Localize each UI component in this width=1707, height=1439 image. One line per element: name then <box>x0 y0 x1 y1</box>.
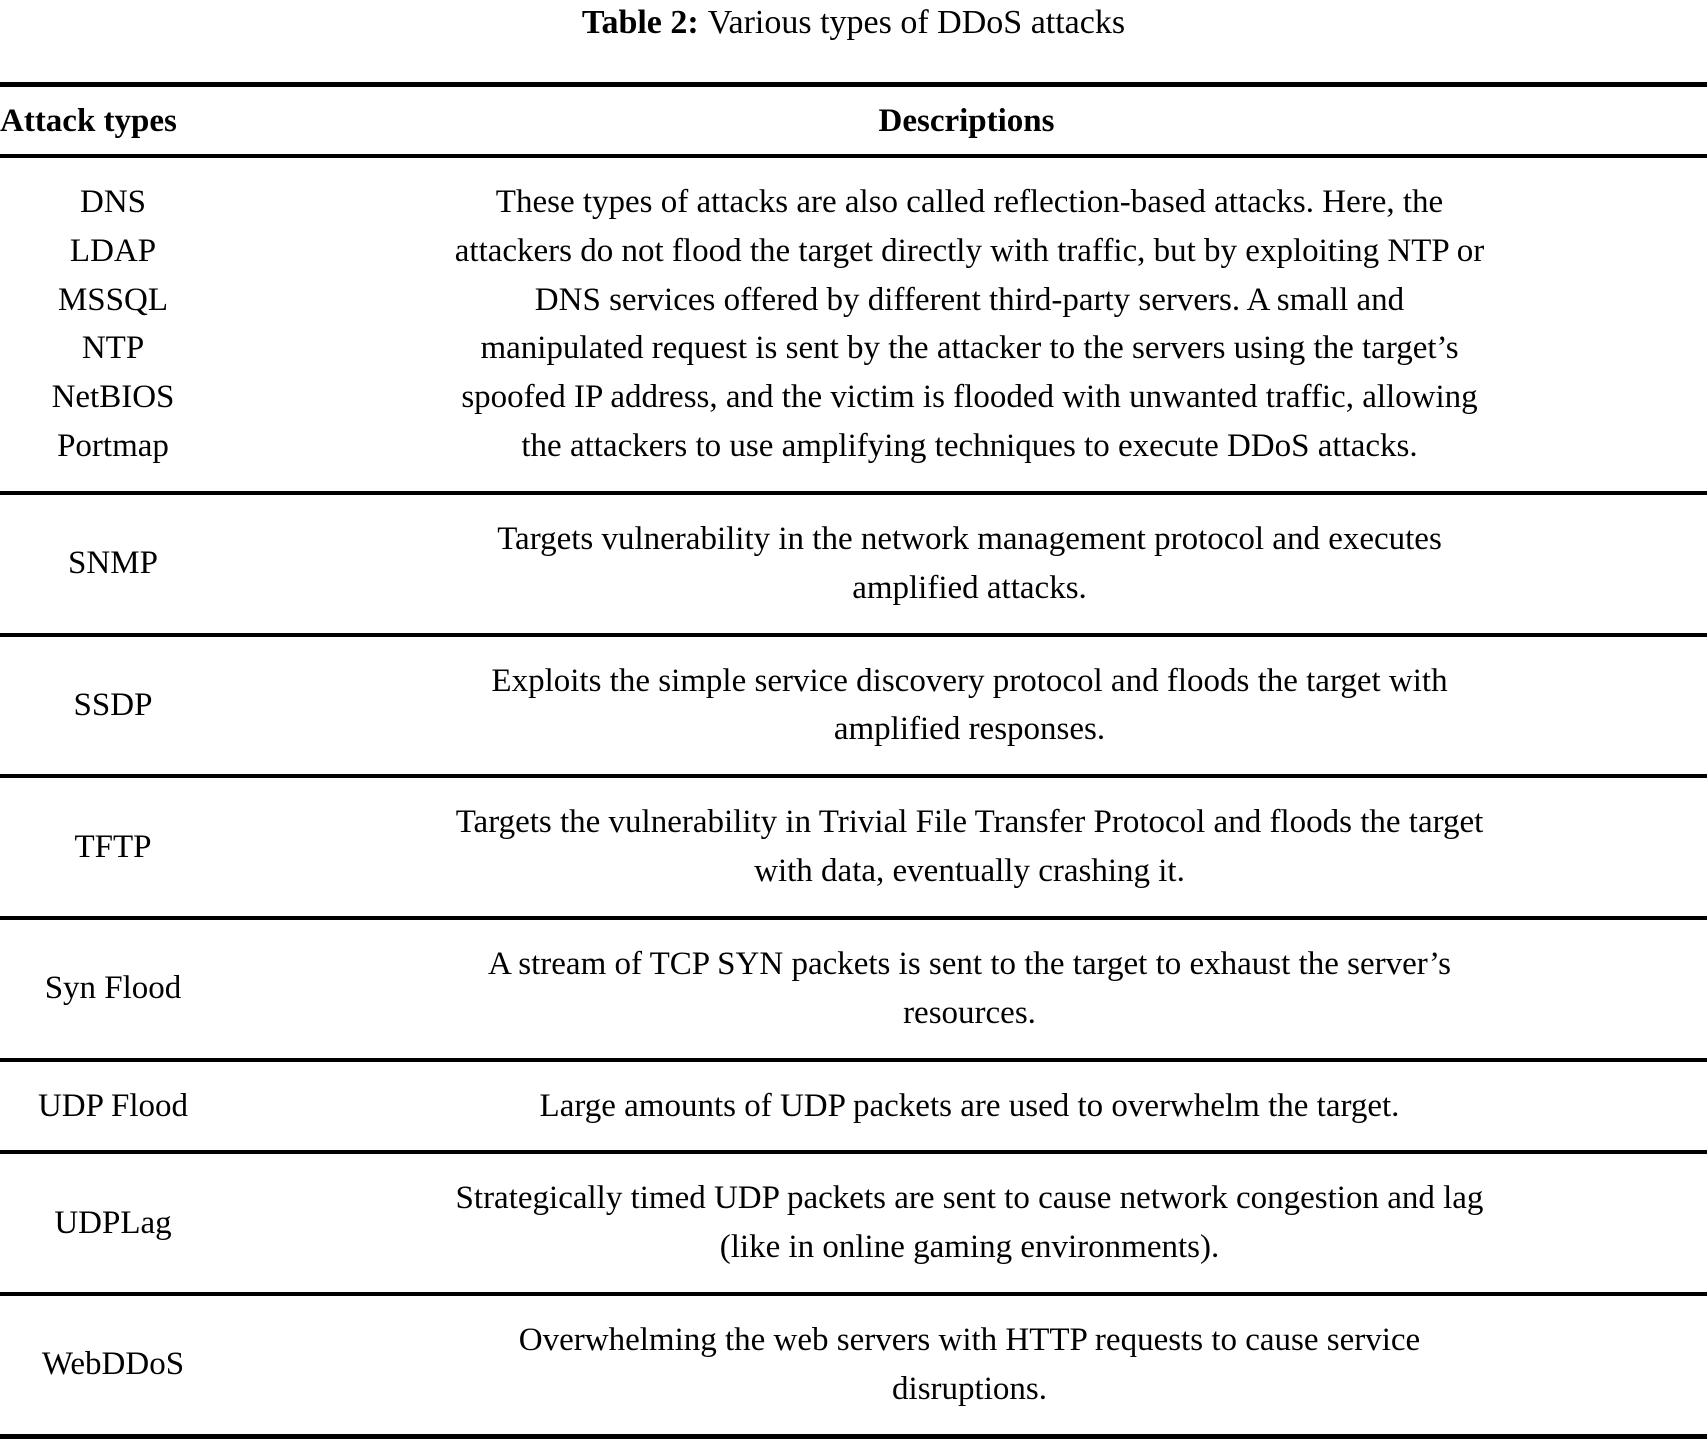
attack-type-name: Portmap <box>57 428 169 465</box>
description-cell: Targets the vulnerability in Trivial Fil… <box>226 778 1707 918</box>
attack-type-name: WebDDoS <box>41 1346 185 1383</box>
attack-type-cell: UDP Flood <box>0 1061 226 1152</box>
attack-type-name: NTP <box>81 330 145 367</box>
horizontal-rule <box>0 490 1707 495</box>
table-row: DNS LDAP MSSQL NTP NetBIOS Portmap These types… <box>0 158 1707 493</box>
description-line: amplified attacks. <box>852 569 1087 606</box>
attack-type-cell: UDPLag <box>0 1154 226 1294</box>
attack-type-cell: SSDP <box>0 636 226 776</box>
attack-type-name: MSSQL <box>57 281 169 318</box>
description-line: disruptions. <box>892 1370 1047 1407</box>
description-line: resources. <box>903 994 1036 1031</box>
table-row: SSDP Exploits the simple service discover… <box>0 636 1707 776</box>
description-line: Large amounts of UDP packets are used to… <box>539 1087 1400 1124</box>
description-line: DNS services offered by different third-… <box>534 281 1405 318</box>
row-separator-rule <box>0 1150 1707 1155</box>
attack-type-name: UDP Flood <box>37 1087 189 1124</box>
attack-type-list: UDPLag <box>1 1199 225 1248</box>
attack-type-name: SSDP <box>73 687 153 724</box>
attack-type-list: SNMP <box>1 539 225 588</box>
table-row: TFTP Targets the vulnerability in Trivial… <box>0 778 1707 918</box>
description-cell: Overwhelming the web servers with HTTP r… <box>226 1296 1707 1436</box>
row-separator-rule <box>0 1057 1707 1062</box>
attack-type-name: Syn Flood <box>44 970 182 1007</box>
table-row: Syn Flood A stream of TCP SYN packets is … <box>0 919 1707 1059</box>
row-separator-rule <box>0 915 1707 920</box>
description-line: amplified responses. <box>833 711 1106 748</box>
description-cell: Targets vulnerability in the network man… <box>226 494 1707 634</box>
table-row: WebDDoS Overwhelming the web servers with… <box>0 1296 1707 1436</box>
attack-type-name: TFTP <box>74 828 152 865</box>
table-top-rule <box>0 82 1707 87</box>
attack-type-name: DNS <box>79 184 147 220</box>
table-row: UDPLag Strategically timed UDP packets ar… <box>0 1154 1707 1294</box>
table-header-row: Attack types Descriptions <box>0 87 1707 156</box>
column-header-descriptions: Descriptions <box>878 103 1055 139</box>
description-line: Exploits the simple service discovery pr… <box>491 662 1448 699</box>
description-line: with data, eventually crashing it. <box>754 853 1185 890</box>
attack-type-name: UDPLag <box>54 1204 172 1241</box>
table-row: SNMP Targets vulnerability in the network… <box>0 494 1707 634</box>
description-line: manipulated request is sent by the attac… <box>480 330 1459 367</box>
horizontal-rule <box>0 1292 1707 1297</box>
row-separator-rule <box>0 632 1707 637</box>
attack-type-cell: WebDDoS <box>0 1296 226 1436</box>
caption-text: Various types of DDoS attacks <box>707 4 1126 41</box>
horizontal-rule <box>0 1434 1707 1439</box>
table-bottom-rule <box>0 1434 1707 1439</box>
horizontal-rule <box>0 154 1707 158</box>
horizontal-rule <box>0 1150 1707 1155</box>
row-separator-rule <box>0 490 1707 495</box>
description-line: Targets the vulnerability in Trivial Fil… <box>455 804 1484 841</box>
description-line: A stream of TCP SYN packets is sent to t… <box>488 945 1451 982</box>
description-cell: A stream of TCP SYN packets is sent to t… <box>226 919 1707 1059</box>
attack-type-list: SSDP <box>1 681 225 730</box>
attack-type-cell: DNS LDAP MSSQL NTP NetBIOS Portmap <box>0 158 226 493</box>
horizontal-rule <box>0 632 1707 637</box>
description-line: the attackers to use amplifying techniqu… <box>521 428 1418 465</box>
description-line: Strategically timed UDP packets are sent… <box>455 1180 1484 1217</box>
description-line: (like in online gaming environments). <box>719 1229 1220 1266</box>
row-separator-rule <box>0 1292 1707 1297</box>
attack-type-list: WebDDoS <box>1 1340 225 1389</box>
description-line: Targets vulnerability in the network man… <box>497 520 1442 557</box>
header-bottom-rule <box>0 154 1707 158</box>
description-cell: These types of attacks are also called r… <box>226 158 1707 493</box>
horizontal-rule <box>0 1057 1707 1062</box>
horizontal-rule <box>0 82 1707 87</box>
attack-type-list: UDP Flood <box>1 1082 225 1131</box>
attack-type-list: DNS LDAP MSSQL NTP NetBIOS Portmap <box>1 178 225 471</box>
attack-type-list: Syn Flood <box>1 964 225 1013</box>
description-line: Overwhelming the web servers with HTTP r… <box>518 1322 1421 1359</box>
attack-type-cell: Syn Flood <box>0 919 226 1059</box>
attack-type-cell: SNMP <box>0 494 226 634</box>
attack-type-cell: TFTP <box>0 778 226 918</box>
description-cell: Exploits the simple service discovery pr… <box>226 636 1707 776</box>
horizontal-rule <box>0 915 1707 920</box>
horizontal-rule <box>0 774 1707 779</box>
row-separator-rule <box>0 774 1707 779</box>
table-caption: Table 2:Various types of DDoS attacks <box>0 0 1707 50</box>
description-line: These types of attacks are also called r… <box>495 184 1444 220</box>
attack-type-name: SNMP <box>68 545 158 582</box>
description-cell: Large amounts of UDP packets are used to… <box>226 1061 1707 1152</box>
description-line: attackers do not flood the target direct… <box>454 232 1485 269</box>
description-cell: Strategically timed UDP packets are sent… <box>226 1154 1707 1294</box>
caption-label: Table 2: <box>581 4 699 41</box>
attack-type-name: LDAP <box>69 232 157 269</box>
table-row: UDP Flood Large amounts of UDP packets ar… <box>0 1061 1707 1152</box>
attack-type-list: TFTP <box>1 823 225 872</box>
column-header-attack-types: Attack types <box>0 103 177 139</box>
attack-type-name: NetBIOS <box>51 379 175 416</box>
description-line: spoofed IP address, and the victim is fl… <box>461 379 1478 416</box>
